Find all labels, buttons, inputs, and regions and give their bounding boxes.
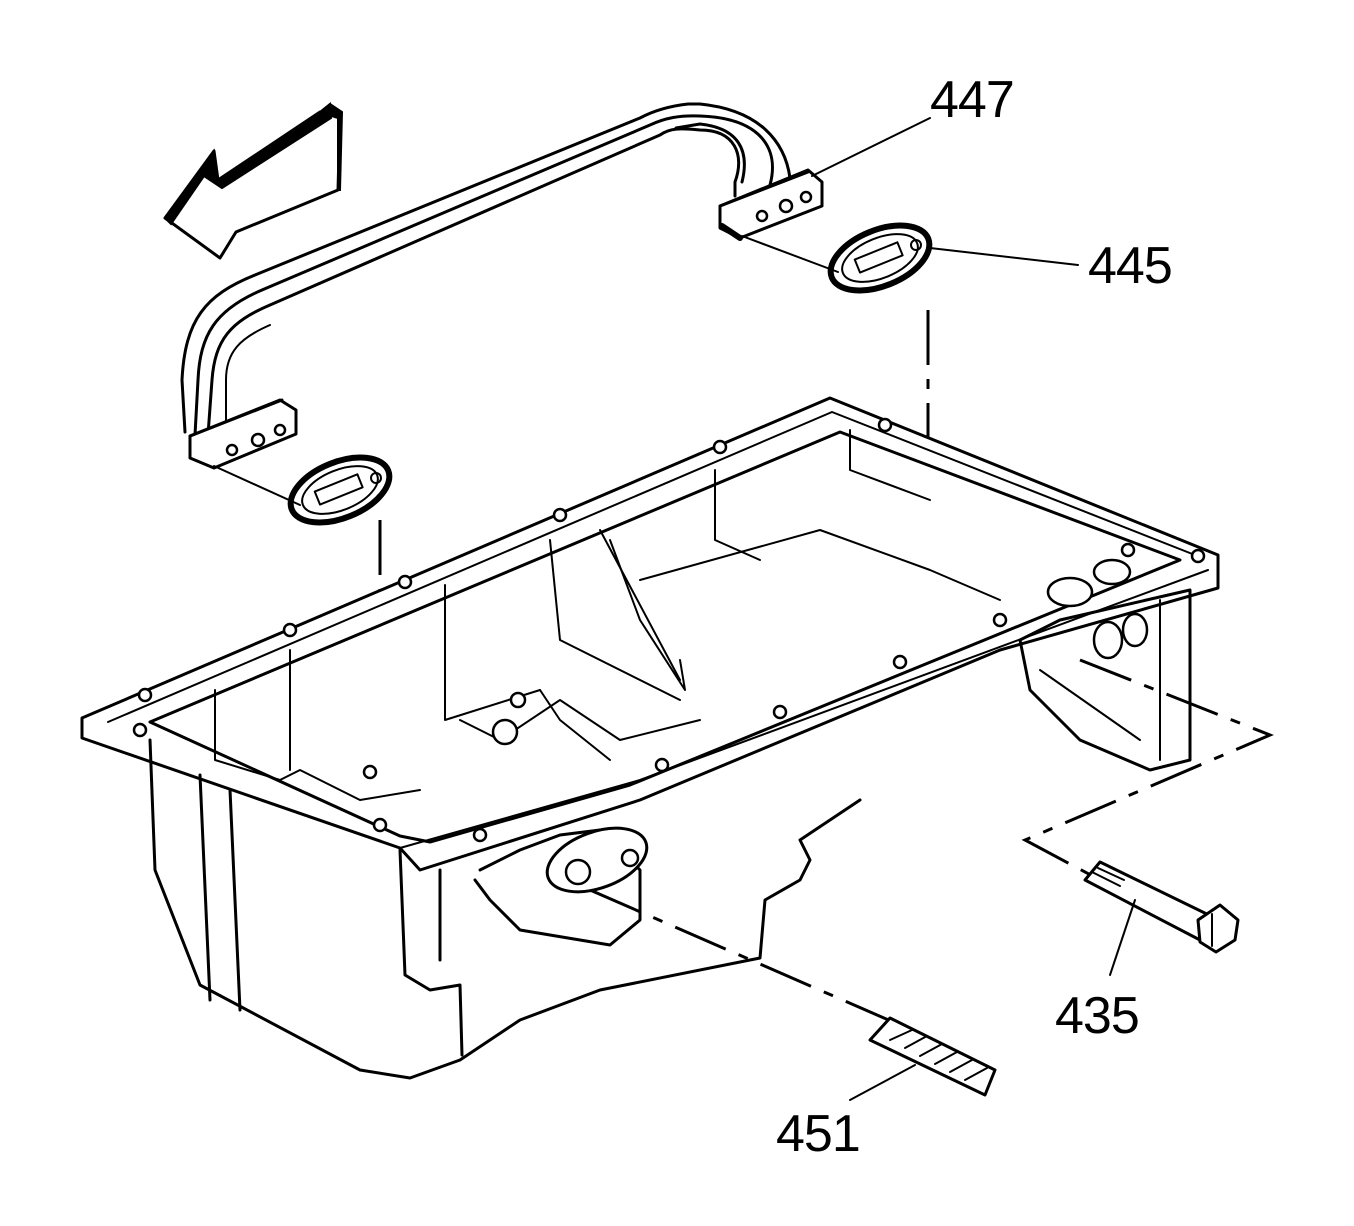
oil-pan-stud: [868, 1016, 997, 1097]
oil-transfer-tube: [180, 102, 824, 470]
callout-451: 451: [776, 1105, 861, 1163]
callout-447: 447: [930, 71, 1015, 129]
tube-gaskets: [287, 222, 933, 526]
callout-445: 445: [1088, 237, 1173, 295]
callout-435: 435: [1055, 987, 1140, 1045]
front-direction-arrow: [163, 102, 344, 260]
callout-leaders: [811, 117, 1136, 1101]
oil-pan-bolt: [1083, 860, 1240, 954]
oil-pan: [80, 396, 1220, 1080]
